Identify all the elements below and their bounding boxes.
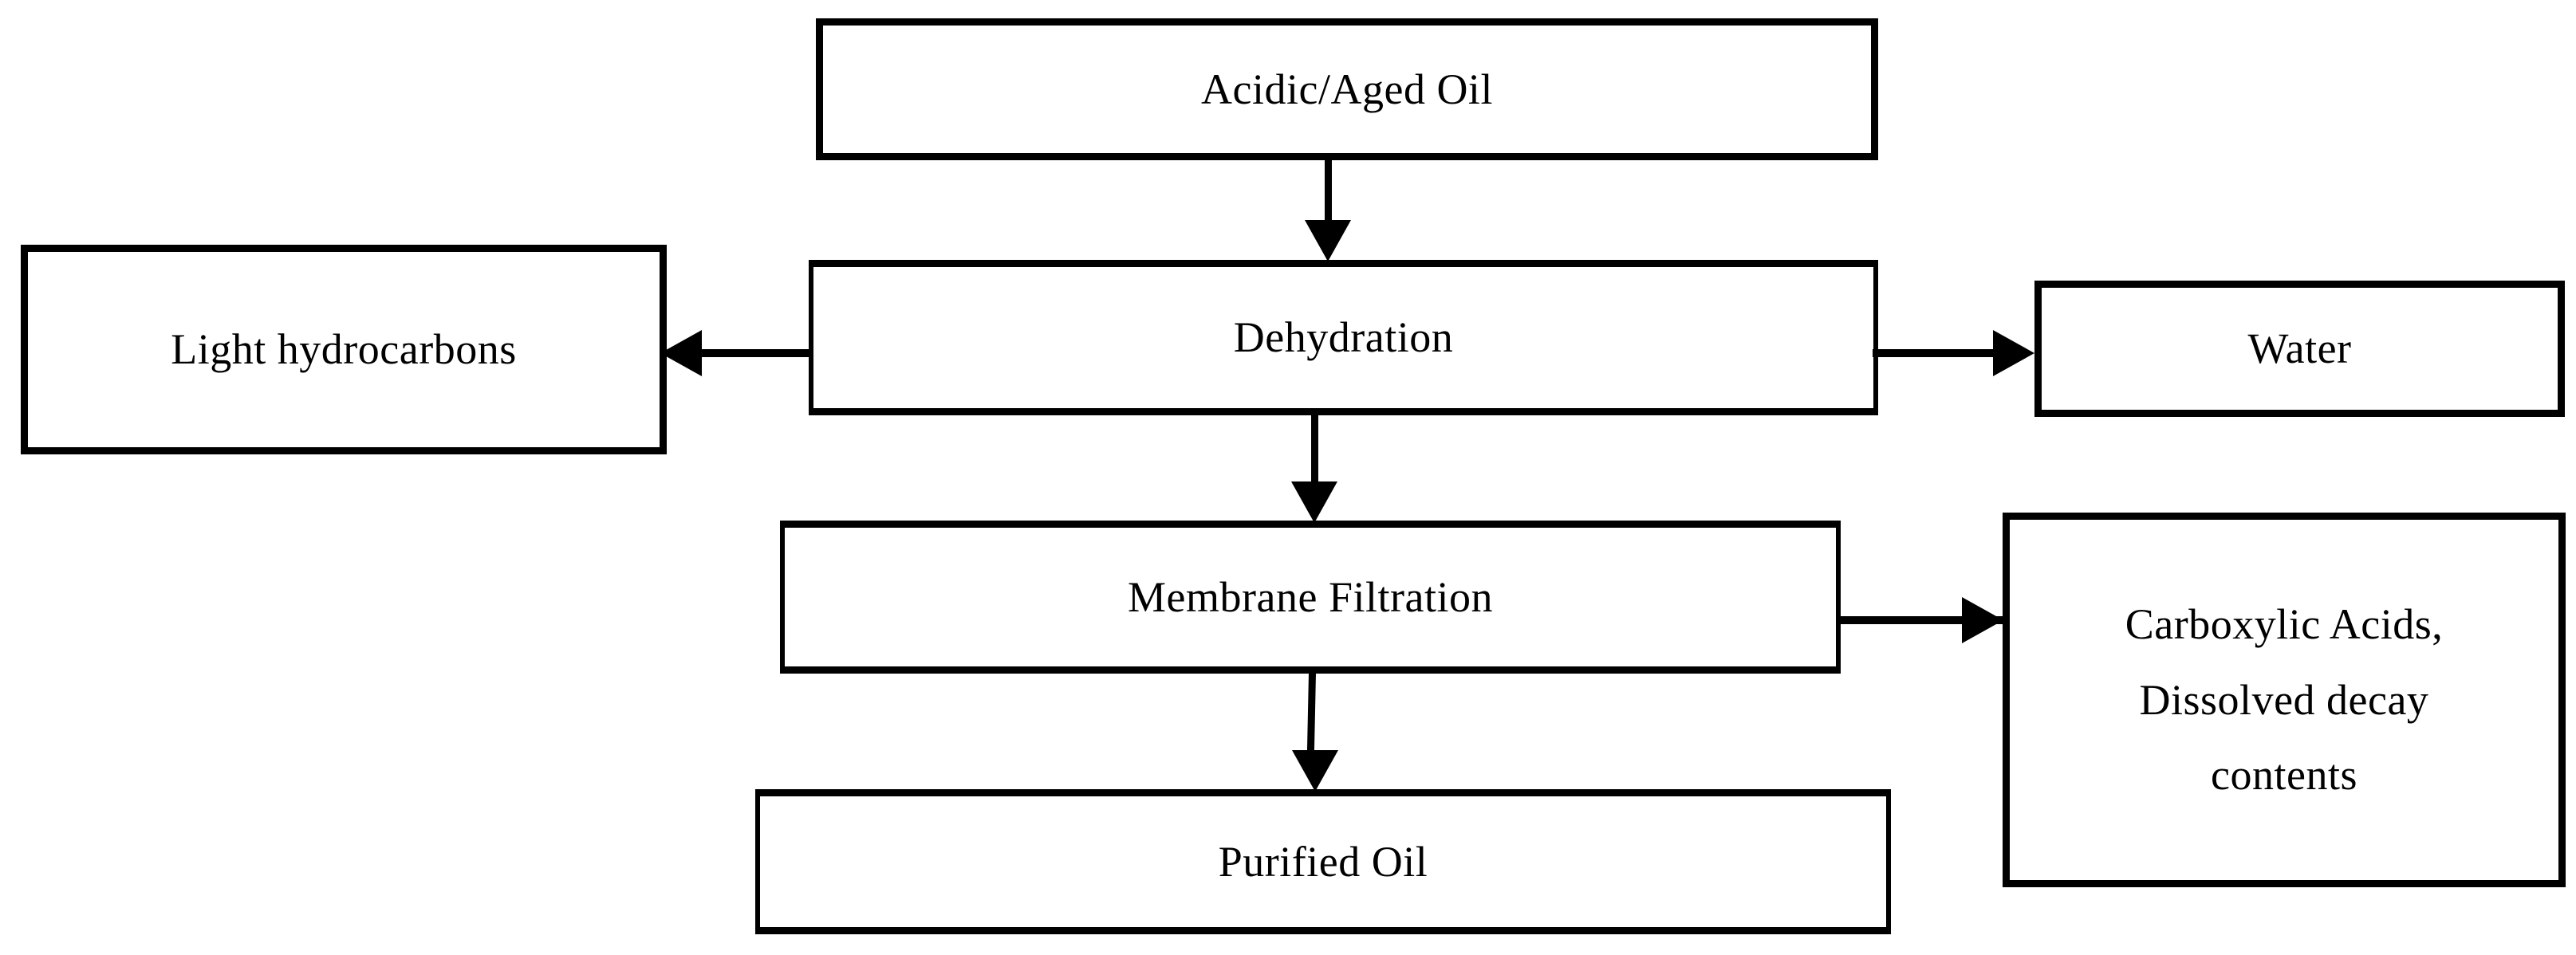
node-light-hydrocarbons[interactable]: Light hydrocarbons [21, 245, 667, 454]
arrow-head-dehydration-to-light-hydrocarbons [660, 330, 702, 376]
arrow-head-dehydration-to-water [1993, 330, 2034, 376]
node-purified-oil[interactable]: Purified Oil [755, 789, 1891, 934]
node-label-water: Water [2247, 324, 2352, 373]
connector-line-membrane-to-carboxylic [1837, 616, 2006, 624]
connector-line-membrane-to-purified-oil [1306, 670, 1317, 753]
connector-line-dehydration-to-water [1873, 349, 1996, 357]
connector-line-dehydration-to-membrane [1311, 413, 1318, 485]
node-label-acidic-aged-oil: Acidic/Aged Oil [1201, 65, 1493, 113]
node-water[interactable]: Water [2034, 281, 2565, 417]
node-dehydration[interactable]: Dehydration [809, 260, 1878, 415]
node-label-purified-oil: Purified Oil [1218, 837, 1428, 886]
arrow-head-dehydration-to-membrane [1291, 481, 1337, 523]
arrow-head-membrane-to-purified-oil [1292, 750, 1338, 792]
node-label-light-hydrocarbons: Light hydrocarbons [171, 325, 517, 374]
node-label-carboxylic-acids: Carboxylic Acids, Dissolved decay conten… [2125, 600, 2444, 800]
arrow-head-membrane-to-carboxylic [1962, 597, 2003, 643]
node-label-dehydration: Dehydration [1233, 313, 1454, 362]
connector-line-dehydration-to-light-hydrocarbons [702, 349, 813, 357]
node-acidic-aged-oil[interactable]: Acidic/Aged Oil [816, 18, 1878, 160]
node-label-membrane-filtration: Membrane Filtration [1128, 572, 1493, 621]
connector-line-acidic-to-dehydration [1325, 158, 1332, 223]
node-carboxylic-acids[interactable]: Carboxylic Acids, Dissolved decay conten… [2003, 513, 2566, 887]
arrow-head-acidic-to-dehydration [1305, 220, 1351, 261]
node-membrane-filtration[interactable]: Membrane Filtration [780, 521, 1841, 674]
